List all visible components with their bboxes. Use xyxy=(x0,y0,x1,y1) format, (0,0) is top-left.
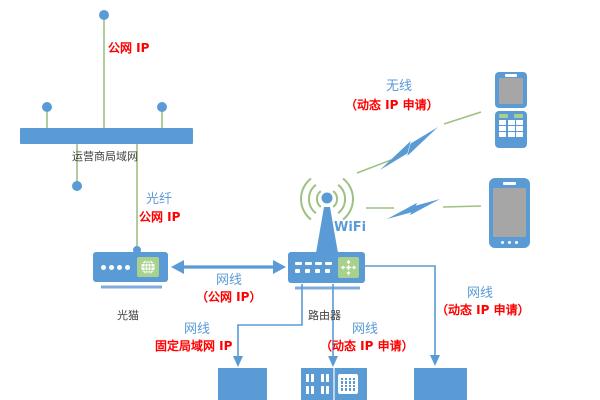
router xyxy=(288,252,365,283)
fiber-label: 光纤 xyxy=(146,192,173,207)
phone-screen xyxy=(493,188,526,237)
optical-modem xyxy=(93,252,168,282)
speaker-bar xyxy=(505,74,517,77)
feature-phone-screen-half xyxy=(495,72,527,108)
cable-right-label: 网线 xyxy=(467,286,494,301)
isp-uplink-ip-label: 公网 IP xyxy=(108,41,150,55)
softkey-buttons xyxy=(495,111,527,118)
device-stands xyxy=(101,285,360,290)
client-device-middle xyxy=(301,368,367,400)
cable-main-ip-label: （公网 IP） xyxy=(196,290,262,304)
cable-middle-label: 网线 xyxy=(352,322,379,337)
speaker-bar xyxy=(503,182,516,185)
cable-right-ip-label: （动态 IP 申请） xyxy=(436,303,530,317)
globe-icon xyxy=(137,257,159,277)
feature-phone-keypad-half xyxy=(495,111,527,148)
wired-connectors xyxy=(237,265,436,357)
client-device-left xyxy=(218,368,267,400)
router-ports xyxy=(295,262,332,273)
smartphone xyxy=(489,178,530,248)
modem-indicator-lights xyxy=(101,264,130,270)
fiber-ip-label: 公网 IP xyxy=(139,210,181,224)
client-device-right xyxy=(414,368,467,400)
cable-middle-ip-label: （动态 IP 申请） xyxy=(320,339,414,353)
modem-router-arrow xyxy=(171,260,286,274)
isp-lan-bar xyxy=(20,128,193,144)
cable-main-label: 网线 xyxy=(216,273,243,288)
isp-lan-label: 运营商局域网 xyxy=(72,150,138,163)
wifi-antenna-icon xyxy=(316,192,338,253)
keypad-icon xyxy=(495,120,527,137)
cable-left-ip-label: 固定局域网 IP xyxy=(155,339,233,353)
route-arrows-icon xyxy=(338,257,359,278)
home-buttons xyxy=(489,241,530,244)
wireless-label: 无线 xyxy=(386,79,413,94)
wireless-ip-label: （动态 IP 申请） xyxy=(345,98,439,112)
lightning-bolt-icon xyxy=(380,127,440,219)
phone-screen xyxy=(499,78,523,104)
wifi-signal-icon xyxy=(299,177,355,221)
connector-arrowheads xyxy=(233,355,440,367)
device-divider xyxy=(333,368,335,400)
wifi-label: WiFi xyxy=(334,220,367,235)
vent-bars xyxy=(306,374,329,394)
green-cable-lines xyxy=(46,18,482,250)
keypad-icon xyxy=(338,374,358,394)
modem-label: 光猫 xyxy=(117,309,139,322)
router-label: 路由器 xyxy=(308,309,341,322)
feature-phone xyxy=(495,72,527,148)
cable-left-label: 网线 xyxy=(184,322,211,337)
